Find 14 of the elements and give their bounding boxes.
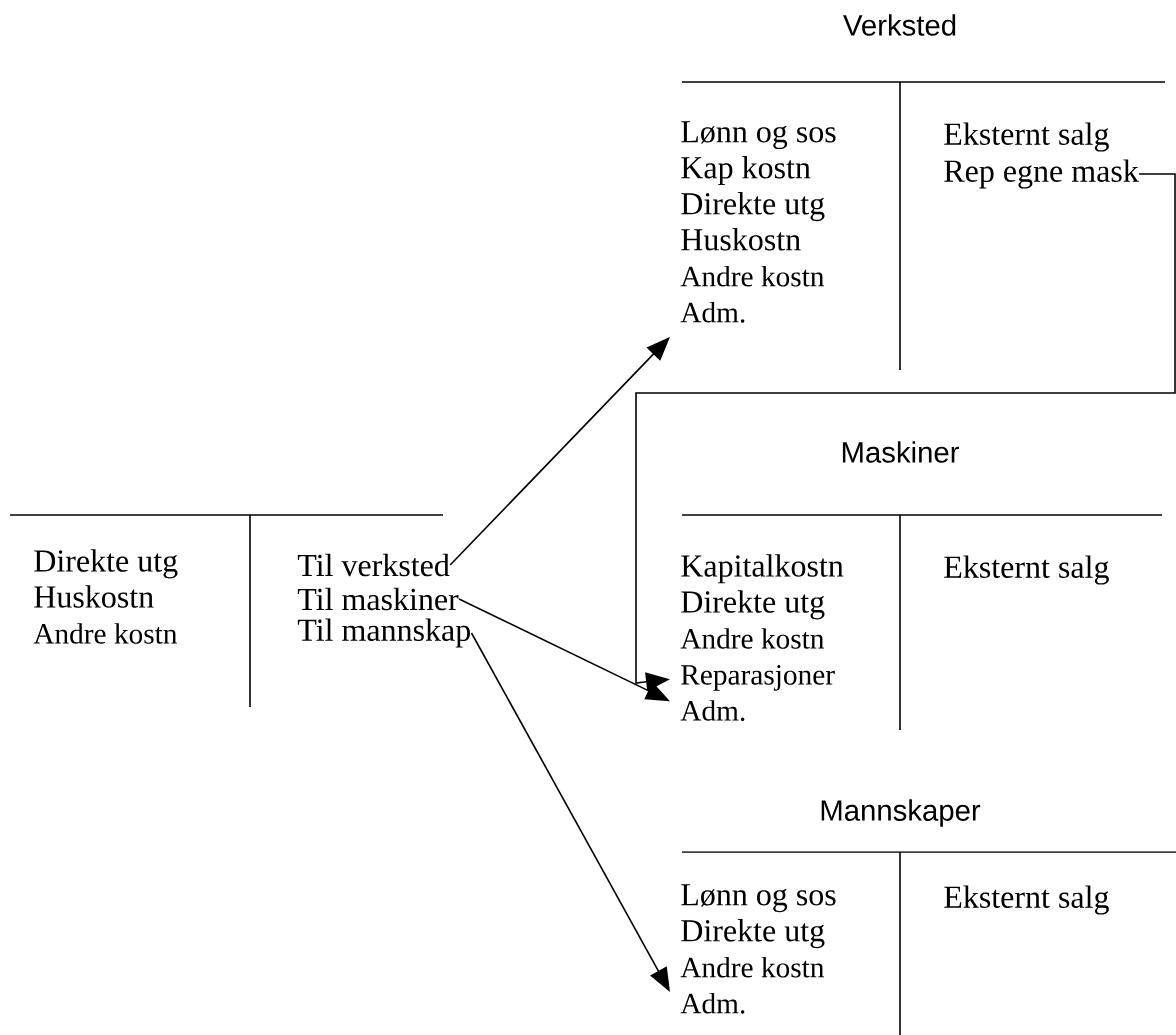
entry-text: Rep egne mask — [944, 159, 1139, 189]
entry-text: Til maskiner — [297, 587, 459, 611]
entry-text: Eksternt salg — [944, 885, 1109, 915]
account-heading: Verksted — [843, 14, 956, 36]
account-entries: Lønn og sos Direkte utg Andre kostn Adm. — [680, 884, 836, 1014]
account-entries: Kapitalkostn Direkte utg Andre kostn Reparasjoner Adm. — [680, 554, 844, 721]
account-heading: Maskiner — [842, 441, 959, 463]
entry-text: Til mannskap — [297, 618, 470, 648]
account-entries: Lønn og sos Kap kostn Direkte utg Huskostn Andre kostn Adm. — [680, 121, 836, 323]
entry-text: Til verksted — [297, 553, 450, 577]
account-entries: Direkte utg Huskostn Andre kostn — [33, 549, 178, 644]
entry-text: Eksternt salg — [944, 555, 1109, 585]
entry-text: Eksternt salg — [944, 122, 1109, 152]
account-heading: Mannskaper — [821, 799, 981, 827]
